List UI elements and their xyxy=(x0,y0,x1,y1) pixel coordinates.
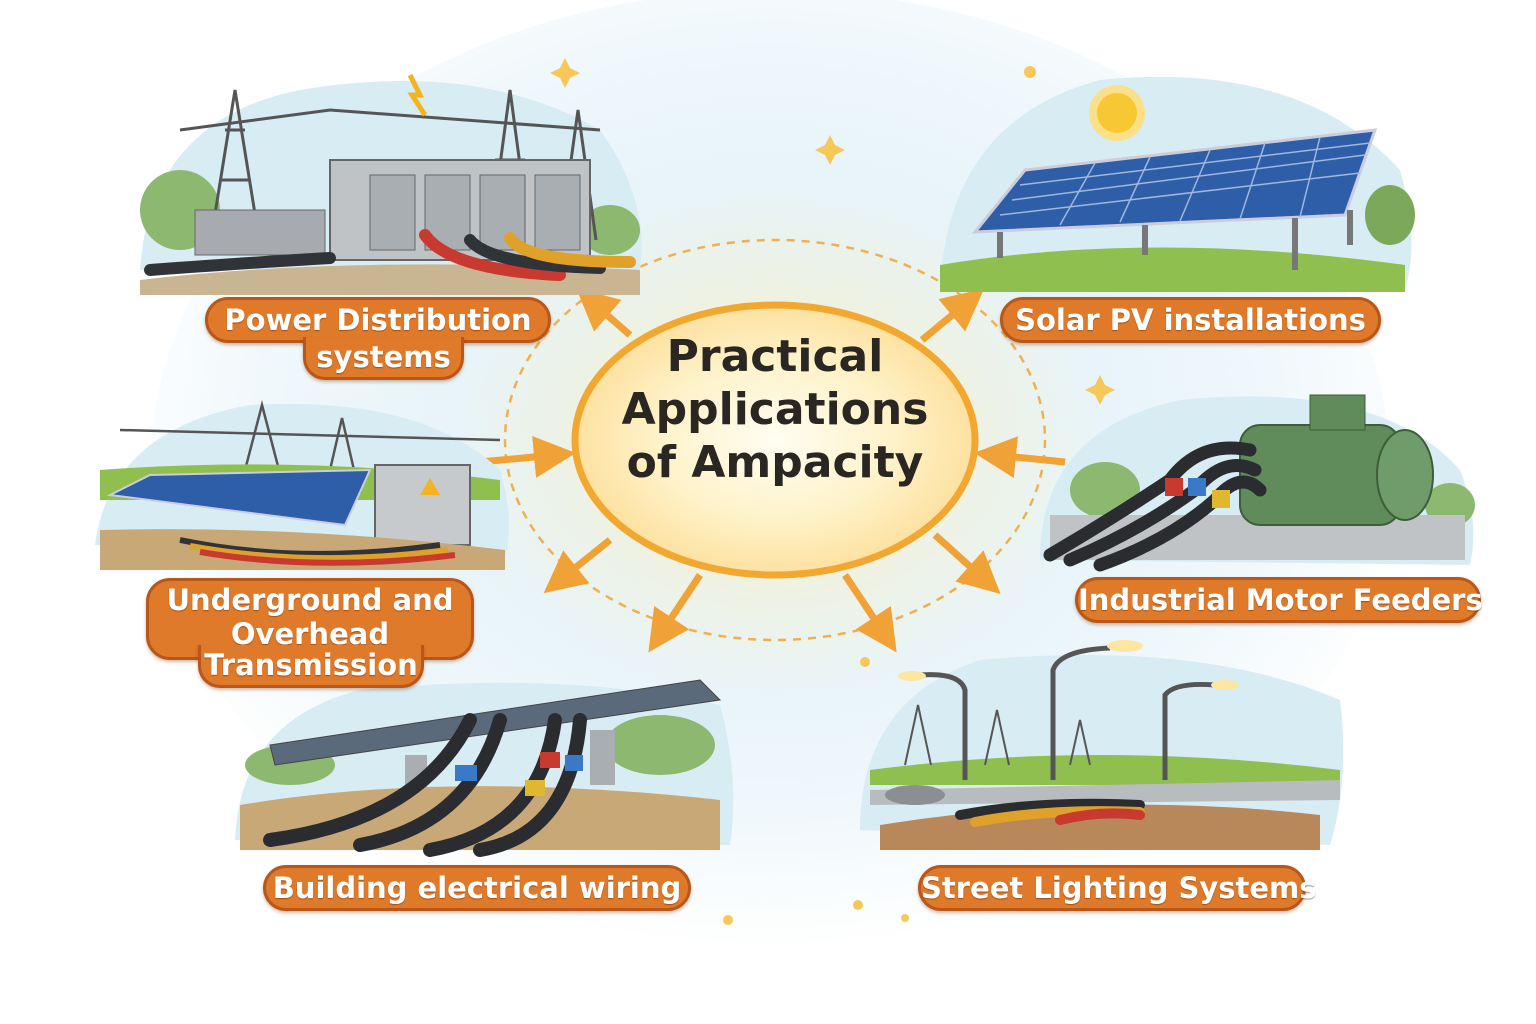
label-power-distribution-line2: systems xyxy=(303,337,464,380)
transmission-illustration xyxy=(95,400,509,570)
label-street-lighting: Street Lighting Systems xyxy=(918,865,1317,911)
title-line: Practical xyxy=(666,331,884,382)
street-lighting-illustration xyxy=(860,640,1344,850)
title-line: of Ampacity xyxy=(626,437,924,488)
page-title: Practical Applications of Ampacity xyxy=(575,330,975,489)
dashed-orbit xyxy=(503,238,1047,642)
substation-illustration xyxy=(140,73,642,295)
building-wiring-illustration xyxy=(235,679,734,857)
label-solar-pv: Solar PV installations xyxy=(1000,297,1381,343)
sparkles xyxy=(550,58,1115,925)
title-line: Applications xyxy=(621,384,929,435)
sun-icon xyxy=(1089,85,1145,141)
label-transmission-line3: Transmission xyxy=(198,645,424,688)
solar-field-illustration xyxy=(940,76,1415,292)
motor-illustration xyxy=(1040,394,1475,572)
arrows xyxy=(479,288,1066,653)
label-building-wiring: Building electrical wiring xyxy=(263,865,691,911)
center-ellipse xyxy=(571,301,979,579)
label-line: Underground and xyxy=(166,583,454,617)
label-industrial-motor: Industrial Motor Feeders xyxy=(1075,577,1483,623)
